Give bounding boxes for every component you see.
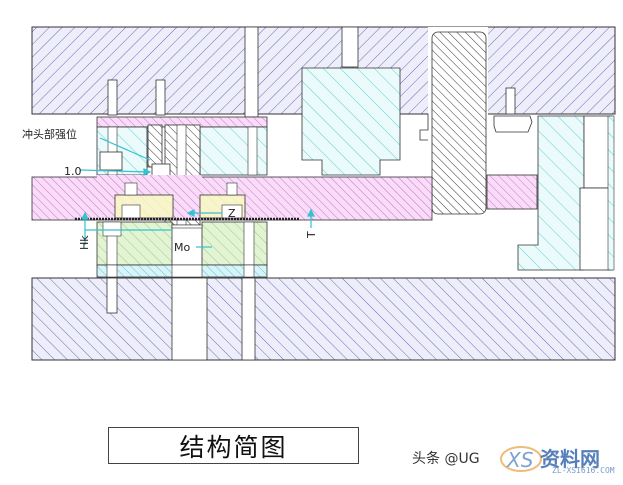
svg-text:XS: XS xyxy=(506,448,534,472)
guide-hole xyxy=(244,26,259,118)
forming-punch-block xyxy=(301,67,401,176)
lower-die-plate xyxy=(31,277,616,361)
lower-guide-hole xyxy=(241,277,256,361)
label-z: Z xyxy=(228,207,236,220)
pin-far-right xyxy=(505,87,516,115)
label-mo: Mo xyxy=(174,241,191,254)
watermark-domain: ZL-XSI616.COM xyxy=(552,466,615,475)
punch-shoulder xyxy=(147,124,163,168)
pin-right xyxy=(155,79,166,116)
label-punch-strengthening: 冲头部强位 xyxy=(22,128,77,141)
lifter-tab xyxy=(493,115,533,133)
label-t: T xyxy=(305,231,318,238)
pin-left xyxy=(107,79,118,116)
guide-post xyxy=(431,31,487,215)
screw-hole xyxy=(341,26,359,68)
lower-pin xyxy=(106,277,118,314)
title-box: 结构简图 xyxy=(108,427,359,464)
watermark-brand: 资料网 xyxy=(540,447,600,471)
watermark-source: 头条 @UG xyxy=(412,451,480,467)
label-hk: Hk xyxy=(78,235,91,250)
die-insert-right xyxy=(201,221,268,266)
diagram-title: 结构简图 xyxy=(179,432,288,462)
watermark-logo-icon: XS xyxy=(500,446,542,472)
annotation-arrows xyxy=(79,137,315,248)
stripper-right-end xyxy=(486,174,538,210)
slug-hole xyxy=(171,277,208,361)
label-dimension-1-0: 1.0 xyxy=(64,165,82,178)
